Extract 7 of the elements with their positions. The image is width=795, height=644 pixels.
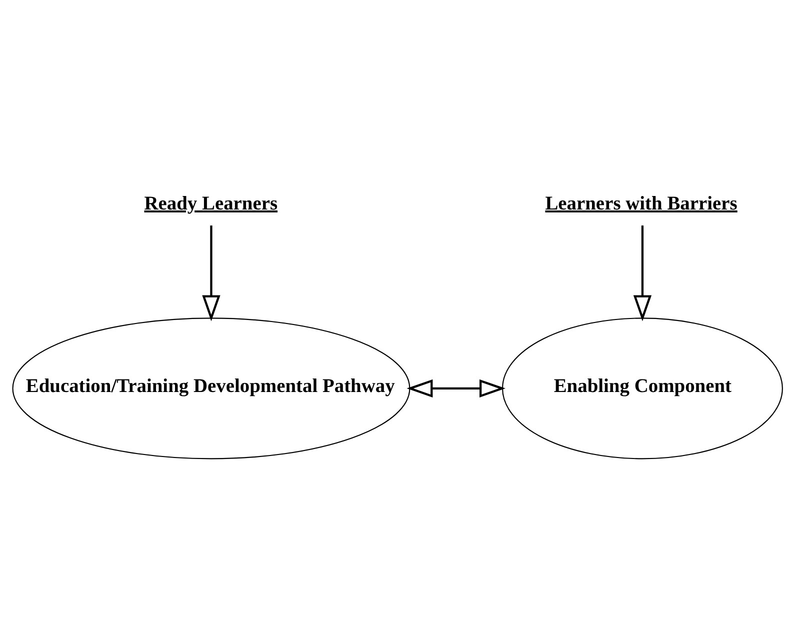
node-ellipse: Enabling Component [502,317,783,459]
node-text: Ready Learners [144,192,278,214]
arrow [202,225,220,321]
arrow [633,225,652,321]
node-ellipse: Education/Training Developmental Pathway [12,317,410,459]
arrow [406,378,506,398]
node-text: Learners with Barriers [545,192,738,214]
